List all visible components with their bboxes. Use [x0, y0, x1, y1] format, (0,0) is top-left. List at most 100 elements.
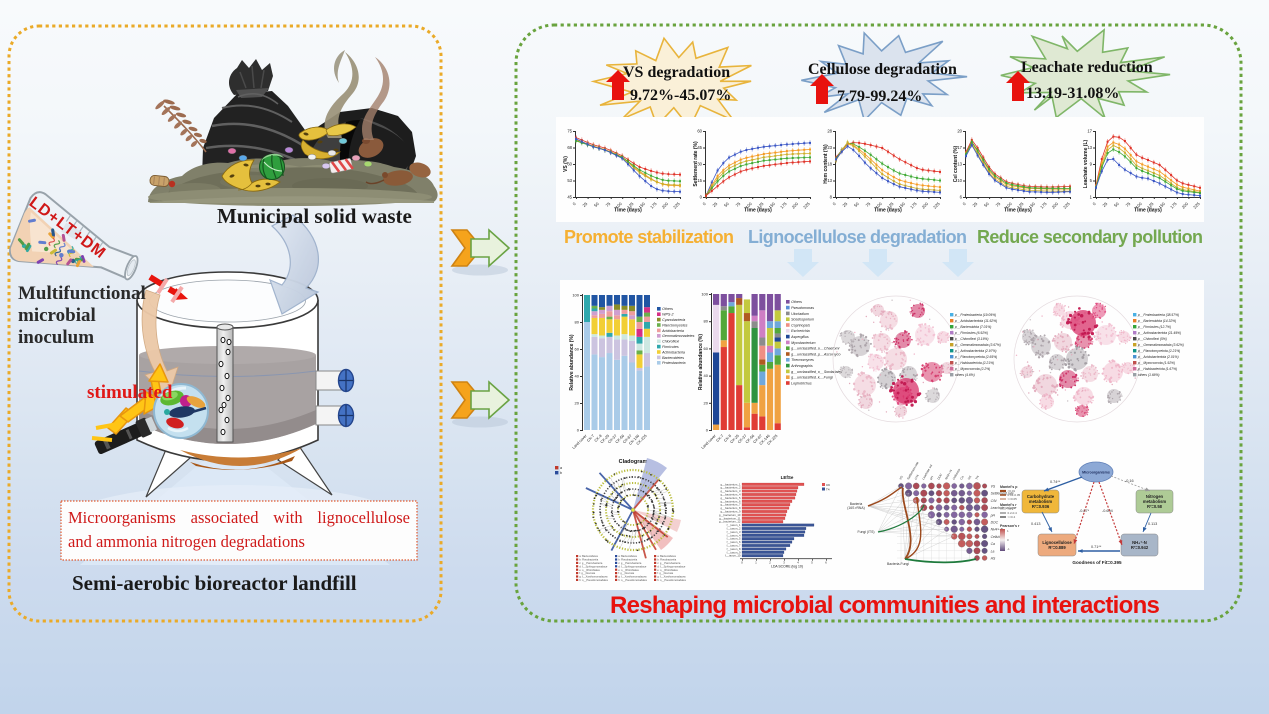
- svg-text:LDA SCORE (log 10): LDA SCORE (log 10): [771, 564, 803, 568]
- svg-text:VS (%): VS (%): [563, 156, 569, 172]
- svg-text:1: 1: [755, 560, 757, 564]
- svg-text:0: 0: [1092, 201, 1098, 207]
- svg-text:h: o__Pseudomonadales: h: o__Pseudomonadales: [657, 578, 686, 582]
- svg-text:f: g__Devosia: f: g__Devosia: [657, 571, 673, 575]
- svg-text:-0.16: -0.16: [1125, 479, 1134, 483]
- svg-text:TN: TN: [974, 475, 979, 480]
- svg-text:50: 50: [853, 201, 860, 208]
- svg-text:c: g__Parcubacteria: c: g__Parcubacteria: [579, 561, 603, 565]
- svg-text:Settlement rate: Settlement rate: [991, 492, 1014, 496]
- svg-text:Relative abundance (%): Relative abundance (%): [698, 334, 704, 390]
- svg-text:75: 75: [995, 201, 1002, 208]
- svg-text:CK-146: CK-146: [759, 434, 771, 446]
- svg-text:g: f__Xanthomonadacea: g: f__Xanthomonadacea: [657, 575, 686, 579]
- svg-text:d: f__Sphingomonadace: d: f__Sphingomonadace: [618, 564, 647, 568]
- svg-text:g__bacterium_11: g__bacterium_11: [719, 516, 741, 520]
- svg-text:20: 20: [575, 401, 580, 406]
- svg-text:17: 17: [1087, 129, 1092, 134]
- svg-text:0.2-0.4: 0.2-0.4: [1008, 511, 1018, 515]
- svg-text:0: 0: [702, 201, 708, 207]
- svg-text:150: 150: [898, 201, 907, 210]
- svg-text:1: 1: [1007, 529, 1009, 533]
- svg-text:p__Planctomycetota (2.65%): p__Planctomycetota (2.65%): [954, 355, 997, 359]
- svg-text:13: 13: [827, 178, 832, 183]
- svg-text:17: 17: [957, 145, 962, 150]
- svg-text:40: 40: [575, 374, 580, 379]
- svg-text:p__Firmicutes (12.7%): p__Firmicutes (12.7%): [1137, 325, 1171, 329]
- svg-text:p__Actinobacteriota (2.97%): p__Actinobacteriota (2.97%): [954, 349, 997, 353]
- svg-text:50: 50: [1113, 201, 1120, 208]
- svg-text:a: a: [560, 466, 562, 470]
- svg-text:CK-87: CK-87: [622, 434, 632, 444]
- svg-text:f__taxon_7: f__taxon_7: [726, 544, 741, 548]
- svg-text:g__bacterium_8: g__bacterium_8: [720, 506, 741, 510]
- svg-text:18: 18: [827, 162, 832, 167]
- svg-text:28: 28: [827, 129, 832, 134]
- svg-text:Ca: Ca: [991, 542, 995, 546]
- svg-text:0.71**: 0.71**: [1091, 545, 1102, 549]
- svg-text:R²=0.942: R²=0.942: [1131, 545, 1149, 550]
- svg-text:g__unclassified_k__Fungi: g__unclassified_k__Fungi: [791, 376, 833, 380]
- svg-text:CK-37: CK-37: [737, 434, 747, 444]
- svg-text:Time (days): Time (days): [614, 208, 642, 214]
- svg-text:75: 75: [605, 201, 612, 208]
- svg-text:Arthrographis: Arthrographis: [790, 364, 813, 368]
- svg-text:Gemmatimonadetes: Gemmatimonadetes: [662, 334, 695, 338]
- svg-text:La: La: [991, 549, 995, 553]
- svg-text:g__bacterium_5: g__bacterium_5: [720, 496, 741, 500]
- svg-text:others (1.66%): others (1.66%): [1138, 373, 1160, 377]
- svg-text:Cel content (%): Cel content (%): [953, 145, 959, 182]
- svg-text:Cellulose: Cellulose: [991, 535, 1005, 539]
- svg-text:40: 40: [704, 373, 709, 378]
- svg-text:Thermomyces: Thermomyces: [791, 358, 814, 362]
- svg-text:g__bacterium_2: g__bacterium_2: [720, 486, 741, 490]
- svg-text:CK-87: CK-87: [753, 434, 763, 444]
- svg-text:150: 150: [768, 201, 777, 210]
- svg-text:75: 75: [567, 129, 572, 134]
- svg-text:10: 10: [957, 178, 962, 183]
- svg-text:100: 100: [1004, 201, 1013, 210]
- svg-text:0: 0: [962, 201, 968, 207]
- svg-text:Escherichia: Escherichia: [791, 329, 810, 333]
- svg-text:100: 100: [744, 201, 753, 210]
- svg-text:Aspergillus: Aspergillus: [790, 335, 809, 339]
- svg-text:Acidobacteria: Acidobacteria: [661, 329, 684, 333]
- svg-text:Proteobacteria: Proteobacteria: [662, 361, 685, 365]
- svg-text:>=0.4: >=0.4: [1008, 515, 1016, 519]
- svg-text:VS: VS: [898, 475, 903, 480]
- svg-text:100: 100: [874, 201, 883, 210]
- svg-text:Bacteroidetes: Bacteroidetes: [662, 356, 684, 360]
- svg-text:50: 50: [723, 201, 730, 208]
- svg-text:a: Bacteroidetes: a: Bacteroidetes: [618, 554, 637, 558]
- svg-text:30: 30: [697, 162, 702, 167]
- svg-text:R²=0.58: R²=0.58: [1147, 504, 1163, 509]
- svg-text:NH₄⁺-N: NH₄⁺-N: [1132, 540, 1147, 545]
- svg-text:metabolism: metabolism: [1143, 499, 1167, 504]
- svg-text:f__taxon_5: f__taxon_5: [726, 537, 741, 541]
- svg-text:f__taxon_1: f__taxon_1: [726, 523, 741, 527]
- svg-text:metabolism: metabolism: [1029, 499, 1053, 504]
- svg-text:Time (days): Time (days): [744, 208, 772, 214]
- svg-text:CK-37: CK-37: [607, 434, 617, 444]
- svg-text:75: 75: [735, 201, 742, 208]
- svg-text:h: o__Pseudomonadales: h: o__Pseudomonadales: [579, 578, 608, 582]
- svg-text:g__bacterium_1: g__bacterium_1: [720, 482, 741, 486]
- svg-text:60: 60: [697, 129, 702, 134]
- svg-text:53: 53: [567, 178, 572, 183]
- svg-text:d: f__Sphingomonadace: d: f__Sphingomonadace: [579, 564, 608, 568]
- svg-text:g__bacterium_7: g__bacterium_7: [720, 503, 741, 507]
- svg-text:Leachate volume: Leachate volume: [991, 506, 1017, 510]
- svg-text:150: 150: [638, 201, 647, 210]
- svg-text:pH: pH: [990, 513, 996, 517]
- svg-text:p__Acidobacteriota (11.62%): p__Acidobacteriota (11.62%): [954, 319, 997, 323]
- svg-text:HS: HS: [967, 475, 973, 481]
- svg-text:175: 175: [649, 201, 658, 210]
- svg-text:75: 75: [1125, 201, 1132, 208]
- svg-text:CK-7: CK-7: [716, 434, 725, 443]
- svg-text:225: 225: [802, 201, 811, 210]
- svg-text:p__Gemmatimonadota (3.67%): p__Gemmatimonadota (3.67%): [954, 343, 1001, 347]
- svg-text:13: 13: [1087, 145, 1092, 150]
- svg-text:Mantel's r: Mantel's r: [1000, 503, 1017, 507]
- svg-text:CK-25: CK-25: [729, 434, 739, 444]
- svg-text:200: 200: [661, 201, 670, 210]
